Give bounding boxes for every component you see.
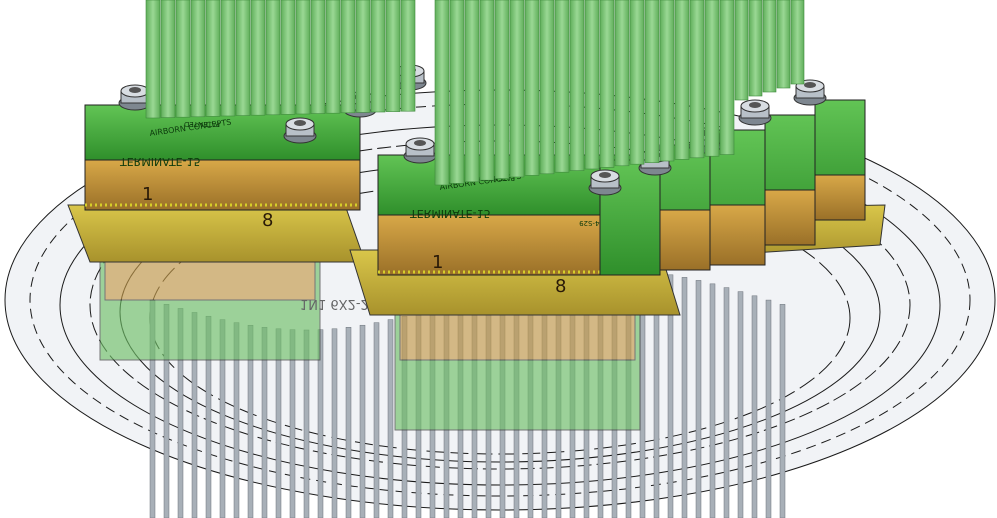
screw-head [118,84,152,111]
wire [190,0,206,118]
pin [373,322,380,518]
screw-head [283,117,317,144]
connector-right-part: TERMINATE-15 [409,207,491,220]
wire [325,0,341,114]
pin [667,274,674,518]
wire [644,0,660,163]
pin [387,319,394,518]
wire [674,0,690,160]
wire [310,0,326,114]
pin [359,324,366,518]
screw-heads [118,64,827,196]
connector-left-patent: PATENTED [184,120,220,128]
wire [449,0,465,184]
pin [709,283,716,518]
wire [464,0,480,183]
connector-left-pin-first: 1 [142,184,153,205]
wire [355,0,371,113]
wire [734,0,749,101]
wire [205,0,221,117]
wire [250,0,266,116]
connector-right-pin-last: 8 [555,276,566,297]
wire [370,0,386,113]
wire [479,0,495,181]
connector-left-part: TERMINATE-15 [119,155,201,168]
wire [175,0,191,118]
wire [584,0,600,170]
wire [776,0,791,89]
wire-bundle [145,0,805,186]
wire [400,0,416,112]
wire [569,0,585,171]
pin [331,328,338,518]
screw-head [793,79,827,106]
wire [235,0,251,116]
pin [723,287,730,518]
connector-stack-right [599,99,866,276]
wire [280,0,296,115]
pin [681,277,688,518]
wire [539,0,555,175]
wire [748,0,763,97]
pin [751,295,758,518]
wire [509,0,525,178]
screw-head [738,99,772,126]
connector-right-pin-first: 1 [432,252,443,273]
pin [779,304,786,518]
wire [614,0,630,167]
wire [659,0,675,162]
wire [295,0,311,115]
wire [790,0,805,85]
pin [765,299,772,518]
wire [599,0,615,168]
screw-head [588,169,622,196]
wire [145,0,161,119]
wire [494,0,510,179]
connector-right-code: T1/64-S29 [579,219,616,227]
wire [629,0,645,165]
connector-left-pin-last: 8 [262,210,273,231]
wire [689,0,705,159]
wire [385,0,401,112]
wire [340,0,356,114]
pin [345,327,352,518]
wire [220,0,236,117]
pin [695,280,702,518]
wire [265,0,281,116]
wire [524,0,540,176]
wire [762,0,777,93]
pin [737,291,744,518]
wire [434,0,450,186]
wire [719,0,735,155]
wire [704,0,720,157]
wire [160,0,176,118]
screw-head [403,137,437,164]
wire [554,0,570,173]
